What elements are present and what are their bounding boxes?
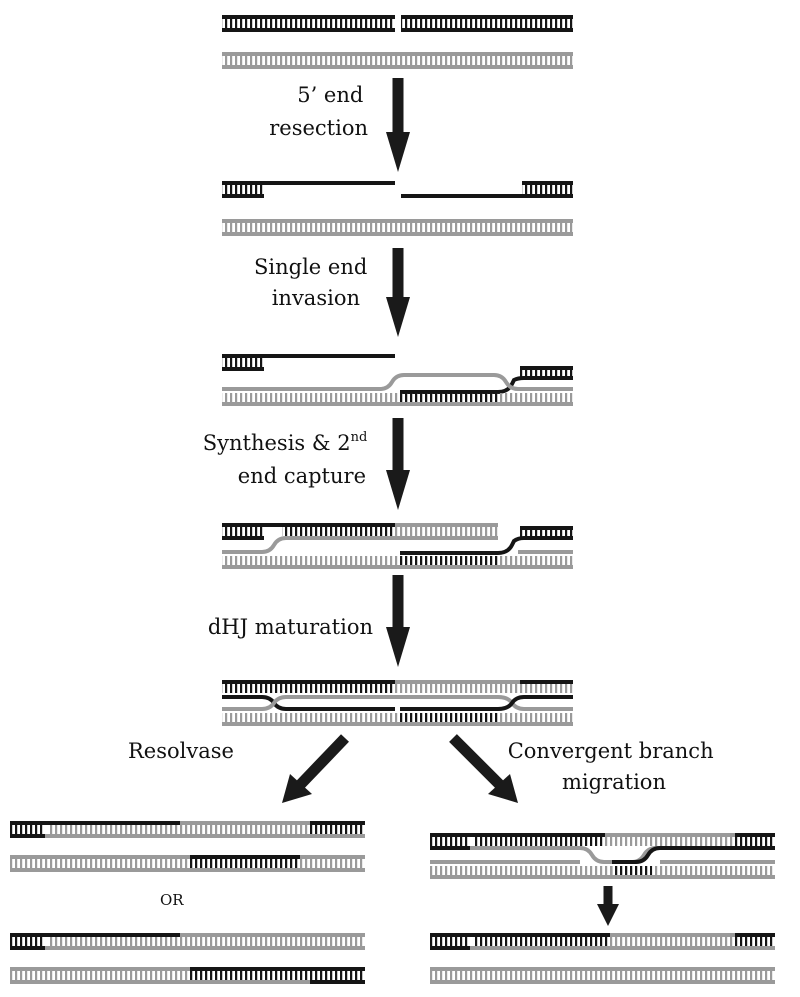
stage-double-holliday-junction bbox=[222, 680, 573, 726]
dissolution-product bbox=[430, 933, 775, 984]
arrow-step-4 bbox=[386, 575, 410, 667]
right-end-duplex bbox=[400, 366, 573, 394]
homolog-d-loop bbox=[222, 373, 573, 406]
step-3-label: Synthesis & 2nd end capture bbox=[203, 422, 374, 488]
left-end bbox=[222, 354, 395, 371]
hemicatenane-intermediate bbox=[430, 833, 775, 879]
resolvase-product-2 bbox=[10, 933, 365, 984]
arrow-step-1 bbox=[386, 78, 410, 172]
stage-single-end-invasion bbox=[222, 354, 573, 406]
arrow-step-3 bbox=[386, 418, 410, 510]
step-2-label: Single end invasion bbox=[254, 255, 374, 310]
stage-second-end-capture bbox=[222, 523, 573, 569]
arrow-to-dissolution bbox=[597, 886, 619, 926]
broken-dark-duplex bbox=[222, 15, 573, 32]
arrow-to-resolvase bbox=[282, 734, 349, 803]
stage-resected bbox=[222, 181, 573, 236]
homolog-duplex bbox=[222, 219, 573, 236]
homolog-duplex bbox=[222, 52, 573, 69]
branch-migration-label: Convergent branch migration bbox=[508, 739, 721, 794]
step-1-label: 5’ end resection bbox=[269, 83, 370, 140]
stage-dsb bbox=[222, 15, 573, 69]
or-label: OR bbox=[160, 891, 184, 909]
arrow-step-2 bbox=[386, 248, 410, 337]
arrow-to-branch-migration bbox=[449, 734, 518, 803]
step-4-label: dHJ maturation bbox=[208, 615, 373, 639]
resected-dark-duplex bbox=[222, 181, 573, 198]
resolvase-label: Resolvase bbox=[128, 739, 234, 763]
resolvase-product-1 bbox=[10, 821, 365, 872]
